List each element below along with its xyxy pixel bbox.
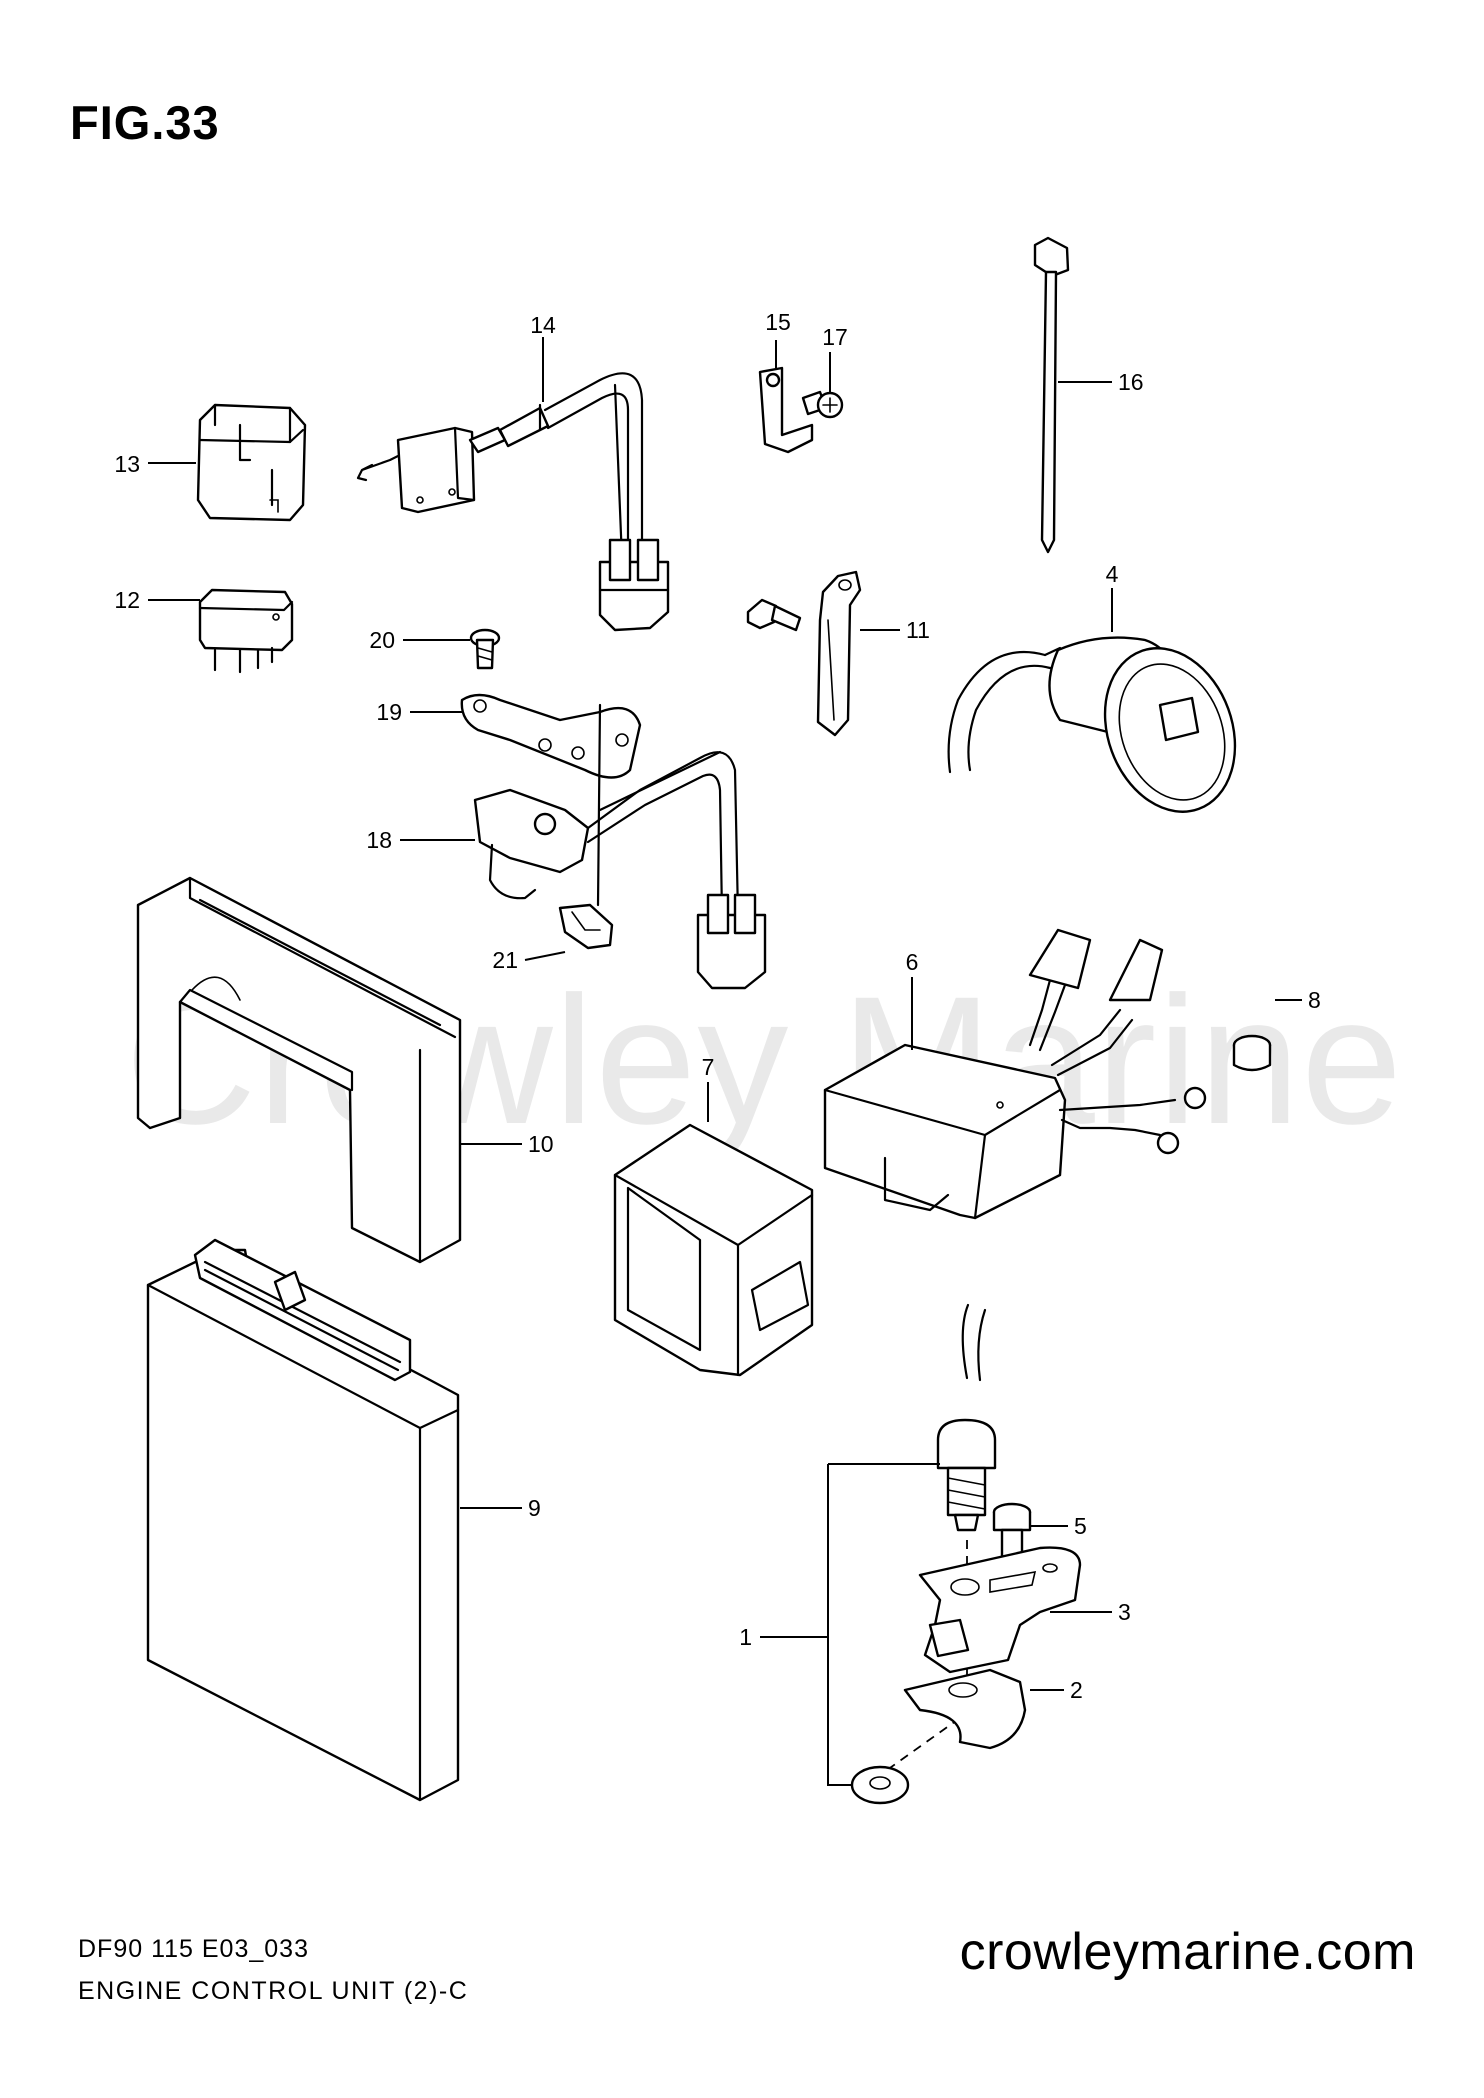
part-2-clip	[903, 1668, 1027, 1750]
part-6-module	[823, 928, 1207, 1220]
callout-1: 1	[739, 1624, 752, 1650]
part-12-relay	[198, 588, 294, 674]
callout-21: 21	[492, 947, 518, 973]
leader-lines	[148, 337, 1302, 1786]
callout-14: 14	[530, 312, 556, 338]
part-18-sensor	[473, 750, 767, 990]
diagram-name: ENGINE CONTROL UNIT (2)-C	[78, 1977, 469, 2005]
website-link[interactable]: crowleymarine.com	[959, 1923, 1416, 1981]
callout-12: 12	[114, 587, 140, 613]
part-9-ecu	[146, 1238, 460, 1802]
part-15-clamp	[758, 366, 814, 454]
callout-3: 3	[1118, 1599, 1131, 1625]
callout-7: 7	[702, 1054, 715, 1080]
part-17-screw	[801, 390, 844, 419]
callout-5: 5	[1074, 1513, 1087, 1539]
callout-9: 9	[528, 1495, 541, 1521]
part-3-bracket	[918, 1546, 1082, 1674]
callout-19: 19	[376, 699, 402, 725]
connector-19-21	[596, 703, 602, 907]
part-19-plate	[460, 693, 642, 779]
part-11-ground-lead	[816, 570, 862, 737]
part-16-cable-tie	[1033, 236, 1070, 554]
callout-6: 6	[906, 949, 919, 975]
part-10-bracket	[136, 876, 462, 1264]
callout-13: 13	[114, 451, 140, 477]
part-4-gauge	[947, 636, 1237, 813]
callout-15: 15	[765, 309, 791, 335]
callout-17: 17	[822, 324, 848, 350]
callout-16: 16	[1118, 369, 1144, 395]
part-8-cap	[1232, 1034, 1272, 1072]
figure-title: FIG.33	[70, 96, 220, 149]
callout-10: 10	[528, 1131, 554, 1157]
part-13-relay	[196, 403, 307, 522]
part-11-bolt	[746, 598, 802, 632]
part-1-sensor-assembly	[850, 1303, 1011, 1805]
callout-2: 2	[1070, 1677, 1083, 1703]
callout-11: 11	[906, 617, 930, 643]
part-20-screw	[469, 628, 501, 670]
callout-8: 8	[1308, 987, 1321, 1013]
callout-20: 20	[369, 627, 395, 653]
part-7-cover	[613, 1123, 814, 1377]
callout-4: 4	[1106, 561, 1119, 587]
part-21-clip	[558, 903, 614, 950]
diagram-code: DF90 115 E03_033	[78, 1935, 309, 1963]
part-14-switch-harness	[356, 372, 670, 632]
callout-18: 18	[366, 827, 392, 853]
